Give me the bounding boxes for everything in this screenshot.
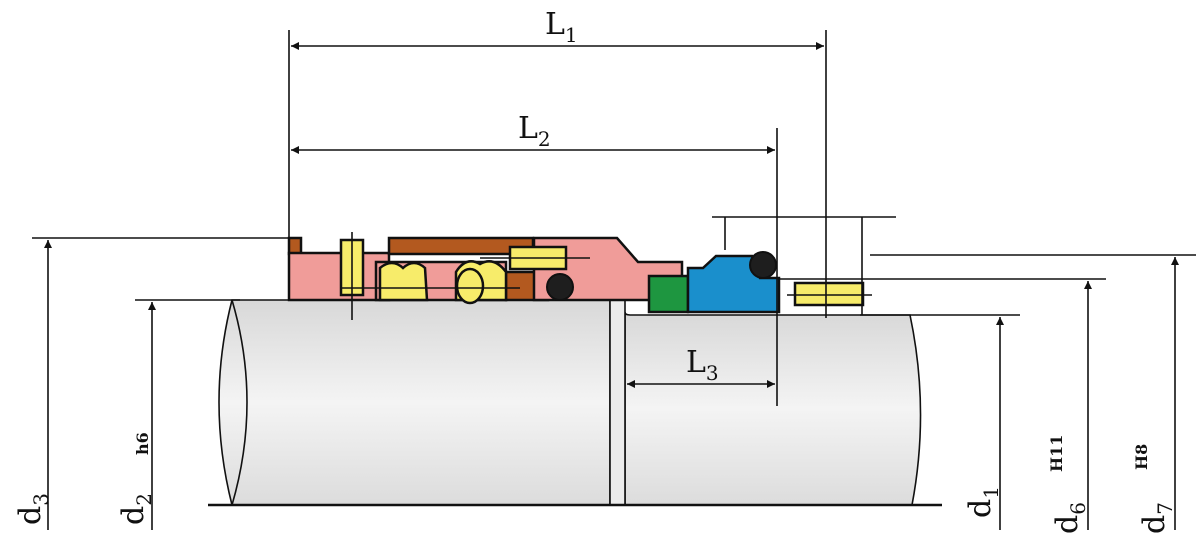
shaft-end-ellipse bbox=[231, 299, 248, 506]
dimension-lines bbox=[32, 30, 1196, 530]
seal-assembly bbox=[287, 216, 896, 320]
spring-1 bbox=[378, 261, 429, 302]
shaft-groove bbox=[609, 299, 626, 506]
o-ring-stationary bbox=[749, 251, 777, 279]
label-d6: d6 bbox=[1050, 502, 1090, 534]
anti-rotation-pin bbox=[793, 281, 865, 307]
tolerance-d7: H8 bbox=[1132, 444, 1151, 470]
label-d1: d1 bbox=[963, 486, 1003, 518]
label-L1: L1 bbox=[545, 7, 578, 47]
label-d3: d3 bbox=[13, 493, 53, 525]
tolerance-d6: H11 bbox=[1047, 435, 1066, 472]
o-ring-rotating bbox=[546, 273, 574, 301]
label-d2: d2 bbox=[116, 493, 156, 525]
seal-face-ring bbox=[647, 274, 690, 314]
shaft bbox=[208, 299, 942, 507]
label-L2: L2 bbox=[518, 111, 551, 151]
label-L3: L3 bbox=[686, 345, 719, 385]
rotating-body-left bbox=[287, 251, 391, 302]
tolerance-d2: h6 bbox=[133, 432, 152, 455]
label-d7: d7 bbox=[1137, 502, 1177, 534]
